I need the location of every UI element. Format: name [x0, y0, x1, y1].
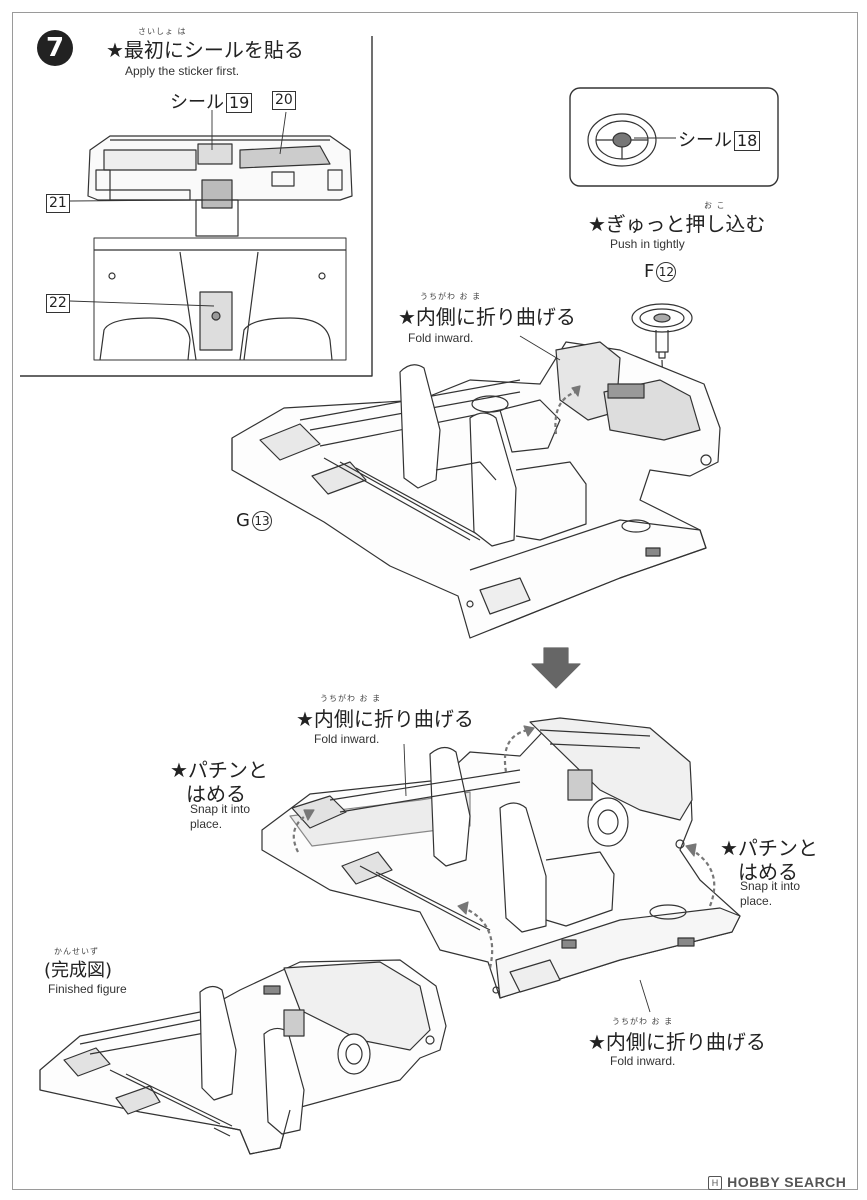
part-20-box: 20 [272, 89, 296, 110]
inset-sticker-19-label: シール [170, 92, 224, 113]
snap-left-english1: Snap it into [190, 802, 251, 816]
snap-right-line1: ★パチンと [720, 836, 818, 860]
steering-wheel-part [631, 303, 693, 359]
part-21-number: 21 [46, 194, 70, 213]
push-in-heading: ★ぎゅっと押し込む [588, 212, 766, 236]
finished-figure-drawing [39, 959, 447, 1155]
part-g13-letter: G [236, 510, 250, 531]
sticker-first-heading: ★最初にシールを貼る [106, 38, 304, 62]
sticker-first-ruby: さいしょ は [138, 27, 187, 36]
wheel-sticker-18-number: 18 [734, 131, 761, 151]
step-number-badge: 7 [37, 30, 73, 66]
page-border [12, 12, 858, 1190]
fold-1-english: Fold inward. [408, 331, 474, 345]
snap-left-line1: ★パチンと [170, 758, 268, 782]
part-21-box: 21 [46, 192, 70, 213]
part-22-number: 22 [46, 294, 70, 313]
part-f12-letter: F [644, 261, 655, 282]
interior-sheet-upper [231, 341, 721, 639]
fold-3-heading: ★内側に折り曲げる [588, 1030, 766, 1054]
wheel-sticker-18-label: シール [678, 130, 732, 151]
inset-panel-border [20, 36, 373, 377]
finished-heading: (完成図) [44, 960, 113, 981]
wheel-callout-box [569, 87, 779, 187]
fold-1-ruby: うちがわ お ま [420, 292, 482, 301]
snap-right-english1: Snap it into [740, 879, 801, 893]
snap-right-english2: place. [740, 894, 773, 908]
watermark-text: HOBBY SEARCH [727, 1174, 847, 1190]
fold-1-heading: ★内側に折り曲げる [398, 305, 576, 329]
fold-2-ruby: うちがわ お ま [320, 694, 382, 703]
fold-2-heading: ★内側に折り曲げる [296, 707, 474, 731]
watermark-logo-icon: H [708, 1175, 722, 1190]
push-in-ruby: お こ [704, 201, 726, 210]
steering-wheel-small [587, 113, 657, 167]
snap-left-english2: place. [190, 817, 223, 831]
watermark: H HOBBY SEARCH [708, 1172, 846, 1191]
inset-dashboard-drawing [87, 135, 353, 361]
push-in-english: Push in tightly [610, 237, 685, 251]
interior-sheet-middle [261, 717, 741, 999]
fold-3-ruby: うちがわ お ま [612, 1017, 674, 1026]
fold-2-english: Fold inward. [314, 732, 380, 746]
sticker-first-english: Apply the sticker first. [125, 64, 240, 78]
down-arrow [531, 647, 581, 689]
snap-left-line2: はめる [186, 782, 246, 806]
finished-ruby: かんせいず [54, 947, 99, 956]
snap-right-line2: はめる [738, 860, 798, 884]
part-20-number: 20 [272, 91, 296, 110]
inset-sticker-19-number: 19 [226, 93, 253, 113]
part-22-box: 22 [46, 292, 70, 313]
fold-3-english: Fold inward. [610, 1054, 676, 1068]
part-f12-number: 12 [656, 262, 677, 282]
part-g13-number: 13 [251, 511, 272, 531]
finished-english: Finished figure [48, 982, 127, 996]
